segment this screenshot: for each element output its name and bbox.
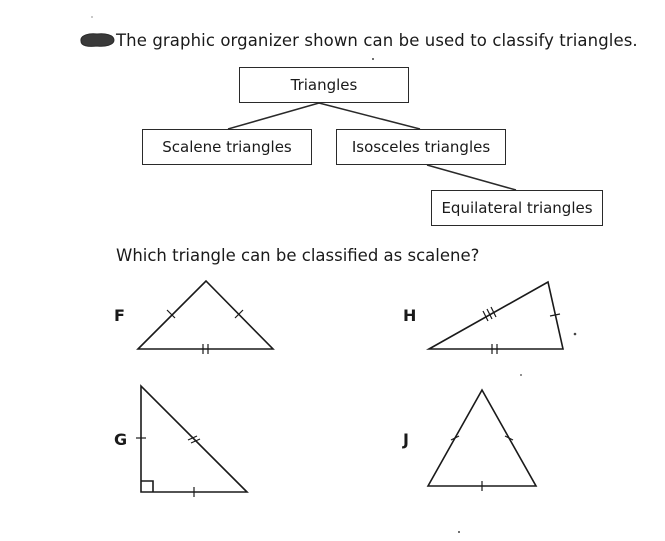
tick-mark bbox=[166, 309, 176, 319]
option-label-h[interactable]: H bbox=[403, 306, 417, 325]
tick-mark bbox=[482, 310, 489, 322]
triangle-f[interactable] bbox=[136, 279, 275, 354]
organizer-box-triangles: Triangles bbox=[239, 67, 409, 103]
tick-mark bbox=[504, 435, 514, 441]
tick-mark bbox=[187, 435, 198, 441]
tick-mark bbox=[549, 313, 561, 317]
triangle-g[interactable] bbox=[136, 384, 249, 497]
option-label-f[interactable]: F bbox=[114, 306, 125, 325]
triangle-j[interactable] bbox=[426, 388, 538, 491]
right-angle-marker bbox=[141, 480, 154, 492]
scan-speck bbox=[372, 58, 374, 60]
scan-speck bbox=[91, 16, 93, 18]
tick-mark bbox=[486, 308, 493, 320]
organizer-box-scalene: Scalene triangles bbox=[142, 129, 312, 165]
question-text: Which triangle can be classified as scal… bbox=[116, 246, 480, 265]
intro-text: The graphic organizer shown can be used … bbox=[116, 31, 638, 50]
tick-mark bbox=[234, 309, 244, 319]
option-label-g[interactable]: G bbox=[114, 430, 128, 449]
option-label-j[interactable]: J bbox=[403, 430, 409, 449]
answer-marker-blob bbox=[80, 33, 115, 47]
triangle-h[interactable] bbox=[425, 280, 564, 354]
scan-speck bbox=[458, 531, 460, 533]
tick-mark bbox=[190, 438, 201, 444]
organizer-box-equilateral: Equilateral triangles bbox=[431, 190, 603, 226]
organizer-box-isosceles: Isosceles triangles bbox=[336, 129, 506, 165]
scan-speck bbox=[520, 374, 522, 376]
tick-mark bbox=[450, 435, 460, 441]
tick-mark bbox=[490, 306, 497, 318]
scan-speck bbox=[573, 332, 577, 336]
